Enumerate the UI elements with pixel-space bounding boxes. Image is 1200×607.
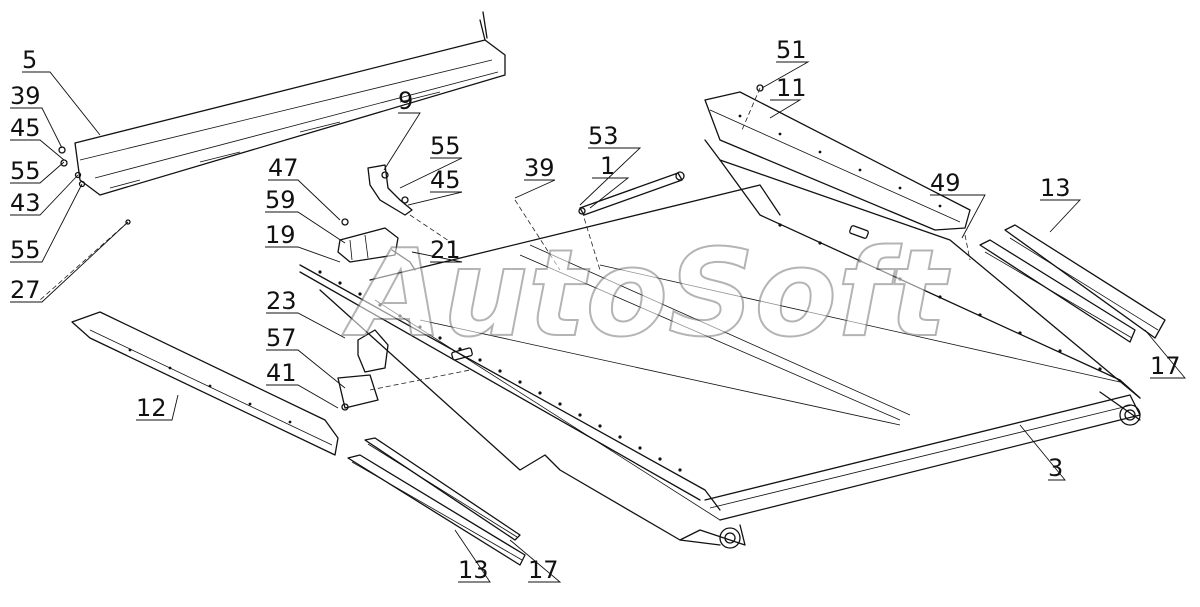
- label-3: 3: [1048, 454, 1063, 482]
- part-5-rail: [74, 11, 506, 196]
- assembly-lines: [39, 87, 971, 391]
- label-47: 47: [268, 154, 299, 182]
- callout-labels: 5 39 45 55 43 55 27 47 59 19 9 55 45 21 …: [10, 36, 1181, 584]
- part-3-main-frame: [299, 139, 1141, 549]
- label-13-b: 13: [458, 556, 489, 584]
- label-55-b: 55: [10, 236, 41, 264]
- label-27: 27: [10, 276, 41, 304]
- part-57-plate: [337, 374, 379, 411]
- part-59-motor: [337, 218, 416, 271]
- part-23-bracket: [357, 329, 389, 373]
- label-17: 17: [1150, 352, 1181, 380]
- label-41: 41: [266, 359, 297, 387]
- part-11-plate: [704, 84, 971, 231]
- label-51: 51: [776, 36, 807, 64]
- part-13-17-lower-strips: [347, 437, 526, 566]
- label-43: 43: [10, 189, 41, 217]
- label-53: 53: [588, 122, 619, 150]
- label-11: 11: [776, 74, 807, 102]
- hole-rows: [318, 114, 1102, 472]
- label-19: 19: [265, 221, 296, 249]
- leader-lines: [10, 61, 1186, 583]
- watermark: AutoSoft: [342, 225, 951, 364]
- part-12-plate: [71, 311, 339, 456]
- label-55-c: 55: [430, 132, 461, 160]
- label-1: 1: [600, 152, 615, 180]
- label-59: 59: [265, 186, 296, 214]
- part-13-17-right-strips: [979, 224, 1166, 343]
- label-23: 23: [266, 287, 297, 315]
- label-49: 49: [930, 169, 961, 197]
- label-21: 21: [430, 236, 461, 264]
- label-5: 5: [22, 46, 37, 74]
- label-13: 13: [1040, 174, 1071, 202]
- label-55: 55: [10, 157, 41, 185]
- label-17-b: 17: [528, 556, 559, 584]
- label-45-b: 45: [430, 166, 461, 194]
- label-39-b: 39: [524, 154, 555, 182]
- label-39: 39: [10, 82, 41, 110]
- label-57: 57: [266, 324, 297, 352]
- label-45: 45: [10, 114, 41, 142]
- part-9-bracket: [367, 164, 413, 216]
- label-9: 9: [398, 87, 413, 115]
- label-12: 12: [136, 394, 167, 422]
